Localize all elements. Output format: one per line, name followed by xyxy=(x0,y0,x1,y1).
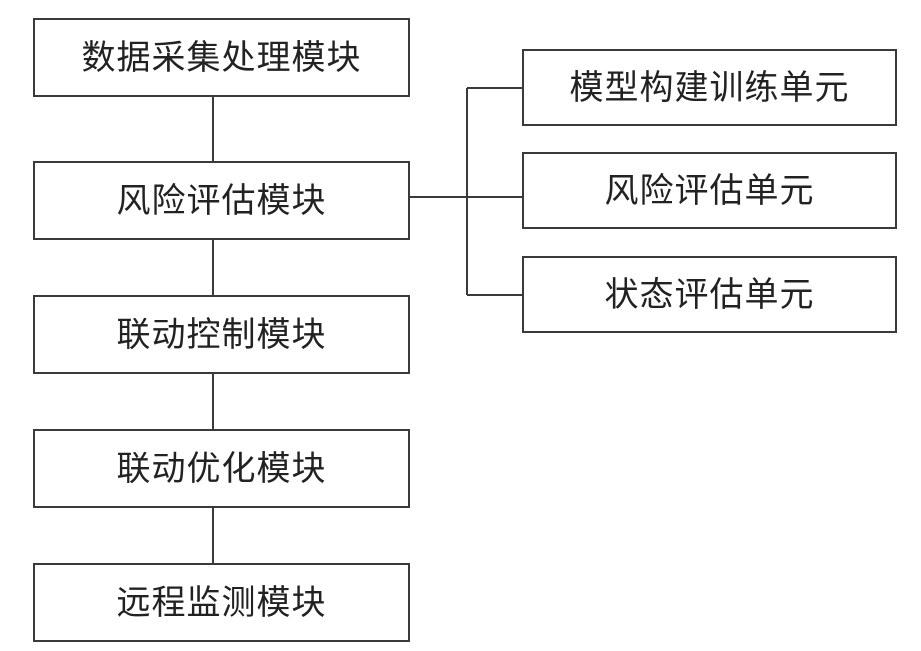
module-risk-assessment: 风险评估模块 xyxy=(33,161,410,240)
module-remote-monitoring-label: 远程监测模块 xyxy=(117,586,327,620)
module-linkage-optimization-label: 联动优化模块 xyxy=(117,452,327,486)
module-data-acquisition-label: 数据采集处理模块 xyxy=(82,41,362,75)
module-linkage-control: 联动控制模块 xyxy=(33,295,410,374)
module-risk-assessment-label: 风险评估模块 xyxy=(117,184,327,218)
unit-model-training-label: 模型构建训练单元 xyxy=(570,71,850,105)
module-linkage-optimization: 联动优化模块 xyxy=(33,429,410,508)
module-remote-monitoring: 远程监测模块 xyxy=(33,563,410,642)
unit-state-assessment: 状态评估单元 xyxy=(522,256,897,333)
module-data-acquisition: 数据采集处理模块 xyxy=(33,18,410,97)
module-linkage-control-label: 联动控制模块 xyxy=(117,318,327,352)
unit-model-training: 模型构建训练单元 xyxy=(522,49,897,126)
unit-state-assessment-label: 状态评估单元 xyxy=(605,278,815,312)
unit-risk-assessment: 风险评估单元 xyxy=(522,152,897,229)
unit-risk-assessment-label: 风险评估单元 xyxy=(605,174,815,208)
